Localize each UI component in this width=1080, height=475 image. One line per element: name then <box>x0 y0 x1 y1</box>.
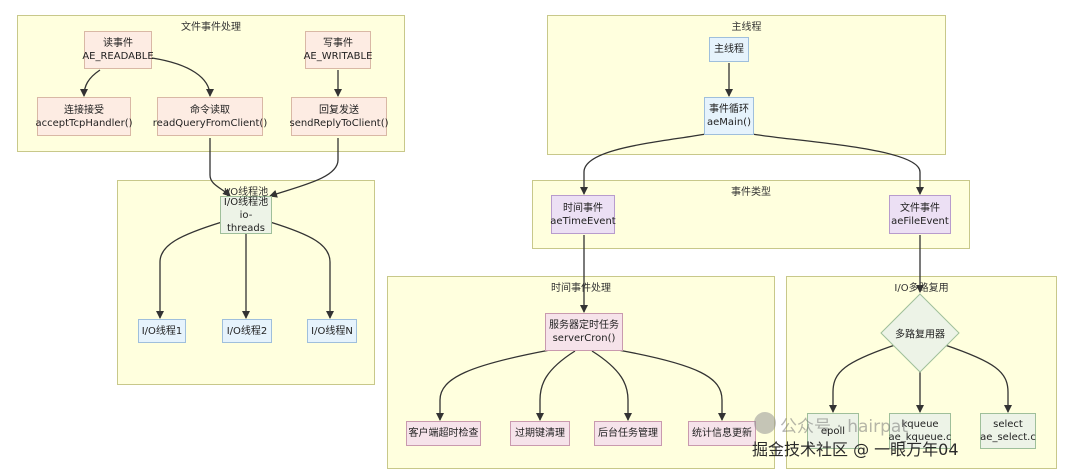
node-expire-clean: 过期键清理 <box>510 421 570 446</box>
node-event-loop: 事件循环 aeMain() <box>704 97 754 135</box>
node-epoll: epoll <box>807 413 859 449</box>
group-title: 文件事件处理 <box>181 22 241 33</box>
node-line1: 时间事件 <box>563 202 603 214</box>
node-line1: I/O线程1 <box>141 325 183 337</box>
node-line2: sendReplyToClient() <box>289 117 389 129</box>
node-io-threads: I/O线程池 io-threads <box>220 196 272 234</box>
node-read-query: 命令读取 readQueryFromClient() <box>153 97 267 136</box>
node-line1: kqueue <box>901 419 939 430</box>
node-io-thread-1: I/O线程1 <box>138 319 186 343</box>
node-line2: readQueryFromClient() <box>152 117 268 129</box>
node-line2: AE_WRITABLE <box>303 51 373 62</box>
node-line1: I/O线程N <box>311 325 353 337</box>
watermark-line1: 公众号 · hairpat <box>780 417 908 437</box>
node-line2: ae_select.c <box>980 432 1036 443</box>
node-time-event: 时间事件 aeTimeEvent <box>550 195 616 234</box>
node-line2: AE_READABLE <box>82 51 154 62</box>
node-line2: aeTimeEvent <box>550 215 616 227</box>
node-io-thread-n: I/O线程N <box>307 319 357 343</box>
node-line1: 多路复用器 <box>895 329 945 341</box>
node-line2: aeMain() <box>707 117 751 128</box>
node-read-event: 读事件 AE_READABLE <box>82 31 154 69</box>
node-line1: 写事件 <box>323 38 353 49</box>
node-line1: 回复发送 <box>319 104 359 116</box>
node-line1: 客户端超时检查 <box>408 428 479 439</box>
node-line2: aeFileEvent <box>891 215 949 227</box>
node-kqueue: kqueue ae_kqueue.c <box>888 413 952 449</box>
node-file-event: 文件事件 aeFileEvent <box>889 195 951 234</box>
watermark-line2: 掘金技术社区 @ 一眼万年04 <box>752 440 959 459</box>
node-line1: 统计信息更新 <box>692 428 752 439</box>
node-line1: 连接接受 <box>64 104 104 116</box>
node-client-timeout: 客户端超时检查 <box>406 421 481 446</box>
group-title: 事件类型 <box>731 187 771 198</box>
group-title: I/O线程池 <box>223 187 269 198</box>
node-line2: ae_kqueue.c <box>888 432 952 443</box>
node-line1: 事件循环 <box>709 104 749 115</box>
node-main-thread: 主线程 <box>709 37 749 62</box>
watermark-logo-icon <box>754 412 776 434</box>
node-line2: acceptTcpHandler() <box>35 117 133 129</box>
node-line1: epoll <box>820 425 846 437</box>
node-line1: I/O线程2 <box>226 325 268 337</box>
group-title: 时间事件处理 <box>551 283 611 294</box>
node-write-event: 写事件 AE_WRITABLE <box>303 31 373 69</box>
node-line1: 读事件 <box>103 38 133 49</box>
node-line1: 后台任务管理 <box>598 428 658 439</box>
node-line1: 过期键清理 <box>515 428 565 439</box>
node-line1: 命令读取 <box>190 104 230 116</box>
node-line1: select <box>993 419 1023 430</box>
node-line1: 服务器定时任务 <box>549 320 619 331</box>
node-line2: io-threads <box>227 209 265 234</box>
node-bg-tasks: 后台任务管理 <box>594 421 662 446</box>
node-multiplexer: 多路复用器 <box>880 293 960 373</box>
node-line1: I/O线程池 <box>223 196 269 208</box>
group-title: I/O多路复用 <box>894 283 949 294</box>
diamond-shape <box>880 293 960 373</box>
node-stats-update: 统计信息更新 <box>688 421 756 446</box>
node-server-cron: 服务器定时任务 serverCron() <box>545 313 623 351</box>
node-send-reply: 回复发送 sendReplyToClient() <box>289 97 389 136</box>
node-line2: serverCron() <box>552 333 616 344</box>
node-select: select ae_select.c <box>980 413 1036 449</box>
node-line1: 主线程 <box>714 44 744 55</box>
group-title: 主线程 <box>731 22 762 33</box>
node-accept: 连接接受 acceptTcpHandler() <box>35 97 133 136</box>
node-io-thread-2: I/O线程2 <box>222 319 272 343</box>
node-line1: 文件事件 <box>900 202 940 214</box>
